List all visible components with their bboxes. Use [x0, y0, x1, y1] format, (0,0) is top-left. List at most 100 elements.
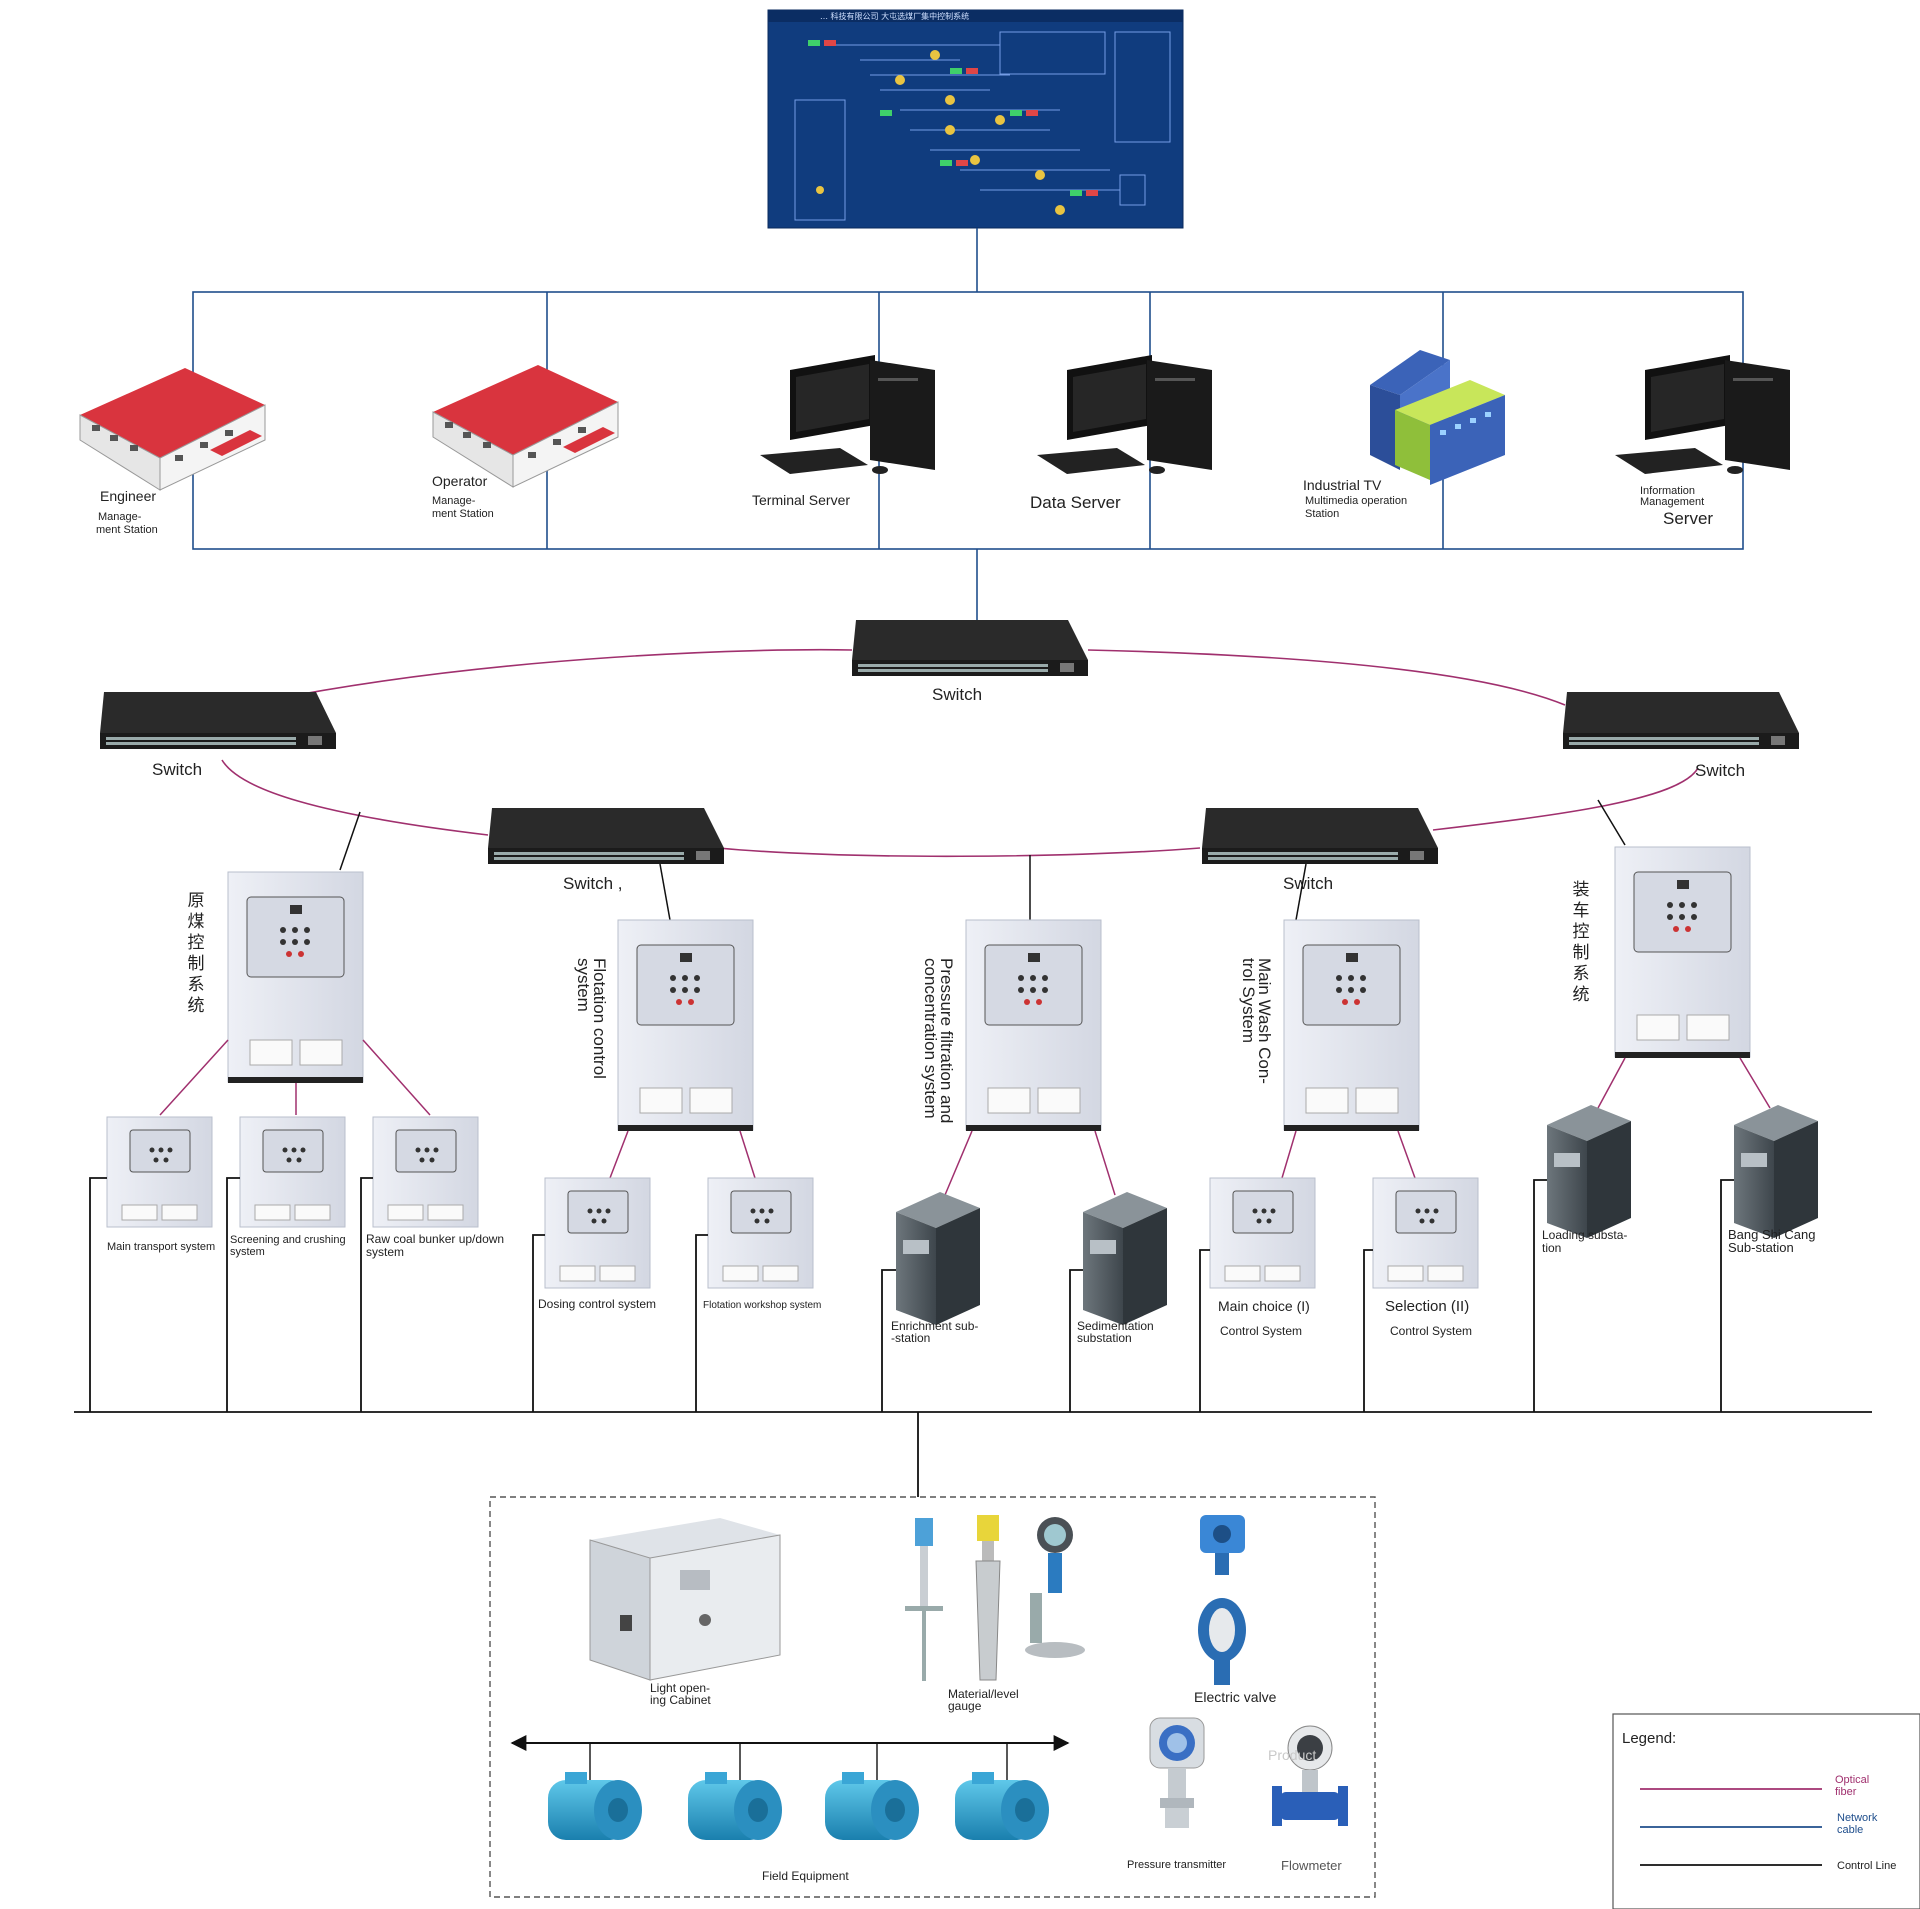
operator-station[interactable]: Operator Manage- ment Station — [432, 365, 619, 520]
switch-mid-right[interactable]: Switch — [1202, 808, 1438, 893]
station-subtitle: Manage- — [98, 511, 142, 523]
material-level-gauge[interactable]: Material/level gauge — [905, 1515, 1085, 1713]
equipment-label: Electric valve — [1194, 1689, 1277, 1705]
unit-label: Selection (II) — [1385, 1298, 1469, 1315]
switch-icon — [1563, 692, 1799, 749]
switch-drop-lines — [339, 799, 1626, 921]
engineer-station[interactable]: Engineer Manage- ment Station — [79, 368, 266, 536]
optical-fiber-ring — [221, 648, 1699, 858]
control-cabinet-icon — [1372, 1177, 1479, 1289]
computer-icon — [1037, 355, 1212, 474]
motor-icon — [688, 1772, 782, 1840]
switch-label: Switch — [152, 760, 202, 779]
unit-label: Screening and crushing — [230, 1234, 346, 1246]
switch-label: Switch , — [563, 874, 623, 893]
control-cabinet-icon — [617, 919, 754, 1131]
motor-1[interactable] — [548, 1772, 642, 1840]
system-label-vertical: 装车控制系统 — [1573, 880, 1590, 1004]
server-tower-icon — [1734, 1105, 1818, 1238]
station-subtitle: Multimedia operation — [1305, 495, 1407, 507]
pressure-transmitter-icon — [1149, 1717, 1205, 1828]
server-tower-icon — [1547, 1105, 1631, 1238]
system-label-vertical: Pressure filtration and — [937, 958, 956, 1123]
control-cabinet-icon — [106, 1116, 213, 1228]
switch-mid-left[interactable]: Switch , — [488, 808, 724, 893]
legend: Legend: Optical fiber Network cable Cont… — [1612, 1713, 1920, 1909]
unit-label: Enrichment sub- — [891, 1319, 978, 1333]
unit-label: Main choice (I) — [1218, 1298, 1310, 1314]
sub-loading-substation[interactable]: Loading substa- tion — [1542, 1105, 1631, 1255]
control-cabinet-icon — [544, 1177, 651, 1289]
flowmeter[interactable]: Product Flowmeter — [1268, 1725, 1348, 1873]
motor-2[interactable] — [688, 1772, 782, 1840]
pressure-transmitter[interactable]: Pressure transmitter — [1127, 1717, 1226, 1871]
station-subtitle: ment Station — [432, 508, 494, 520]
station-title: Operator — [432, 473, 488, 489]
cabinet-flotation[interactable]: Flotation control system — [574, 919, 754, 1131]
sub-flotation-workshop[interactable]: Flotation workshop system — [703, 1177, 821, 1311]
unit-label: tion — [1542, 1241, 1561, 1255]
system-label-vertical: trol System — [1239, 958, 1258, 1043]
light-opening-cabinet[interactable]: Light open- ing Cabinet — [589, 1518, 781, 1707]
sub-main-choice[interactable]: Main choice (I) Control System — [1209, 1177, 1316, 1338]
unit-label: -station — [891, 1331, 930, 1345]
switch-top[interactable]: Switch — [852, 620, 1088, 704]
control-bus — [74, 1177, 1872, 1497]
sub-screening[interactable]: Screening and crushing system — [230, 1116, 346, 1258]
motor-icon — [825, 1772, 919, 1840]
sub-main-transport[interactable]: Main transport system — [106, 1116, 215, 1253]
switch-right[interactable]: Switch — [1563, 692, 1799, 780]
motor-3[interactable] — [825, 1772, 919, 1840]
motor-icon — [955, 1772, 1049, 1840]
cabinet-pressure-filtration[interactable]: Pressure filtration and concentration sy… — [921, 919, 1102, 1131]
unit-label: Control System — [1390, 1324, 1472, 1338]
switch-icon — [1202, 808, 1438, 864]
unit-label: Sub-station — [1728, 1240, 1794, 1255]
station-subtitle: ment Station — [96, 524, 158, 536]
legend-network-label: cable — [1837, 1824, 1863, 1836]
cabinet-main-wash[interactable]: Main Wash Con- trol System — [1239, 919, 1420, 1131]
switch-icon — [488, 808, 724, 864]
data-server[interactable]: Data Server — [1030, 355, 1212, 512]
unit-label: system — [366, 1245, 404, 1259]
information-server[interactable]: Information Management Server — [1615, 355, 1790, 528]
control-cabinet-icon — [1209, 1177, 1316, 1289]
switch-label: Switch — [932, 685, 982, 704]
control-cabinet-icon — [707, 1177, 814, 1289]
electric-valve[interactable]: Electric valve — [1194, 1515, 1277, 1705]
cabinet-branch-fibers — [159, 1039, 1771, 1196]
cabinet-raw-coal[interactable]: 原煤控制系统 — [188, 871, 364, 1083]
station-subtitle: Manage- — [432, 495, 476, 507]
system-label-vertical: concentration system — [921, 958, 940, 1119]
unit-label: Main transport system — [107, 1241, 215, 1253]
motor-4[interactable] — [955, 1772, 1049, 1840]
cabinet-loading[interactable]: 装车控制系统 — [1573, 846, 1751, 1058]
station-title: Terminal Server — [752, 492, 850, 508]
building-icon — [79, 368, 266, 491]
equipment-label: Pressure transmitter — [1127, 1859, 1226, 1871]
industrial-tv-station[interactable]: Industrial TV Multimedia operation Stati… — [1303, 350, 1505, 520]
system-label-vertical: Main Wash Con- — [1255, 958, 1274, 1084]
switch-icon — [852, 620, 1088, 676]
level-gauge-icon — [905, 1515, 1085, 1681]
sub-raw-bunker[interactable]: Raw coal bunker up/down system — [366, 1116, 504, 1259]
unit-label: Dosing control system — [538, 1297, 656, 1311]
sub-dosing[interactable]: Dosing control system — [538, 1177, 656, 1311]
legend-optical-label: Optical — [1835, 1774, 1869, 1786]
equipment-label: Flowmeter — [1281, 1858, 1342, 1873]
product-watermark: Product — [1268, 1747, 1316, 1763]
station-title: Server — [1663, 509, 1713, 528]
station-title: Industrial TV — [1303, 477, 1382, 493]
sub-sedimentation[interactable]: Sedimentation substation — [1077, 1192, 1167, 1345]
computer-icon — [1615, 355, 1790, 474]
legend-title: Legend: — [1622, 1730, 1676, 1747]
server-tower-icon — [896, 1192, 980, 1325]
terminal-server[interactable]: Terminal Server — [752, 355, 935, 508]
motor-icon — [548, 1772, 642, 1840]
switch-label: Switch — [1695, 761, 1745, 780]
unit-label: Sedimentation — [1077, 1319, 1154, 1333]
sub-enrichment[interactable]: Enrichment sub- -station — [891, 1192, 980, 1345]
sub-selection[interactable]: Selection (II) Control System — [1372, 1177, 1479, 1338]
sub-bang-shi-cang[interactable]: Bang Shi Cang Sub-station — [1728, 1105, 1818, 1255]
switch-left[interactable]: Switch — [100, 692, 336, 779]
